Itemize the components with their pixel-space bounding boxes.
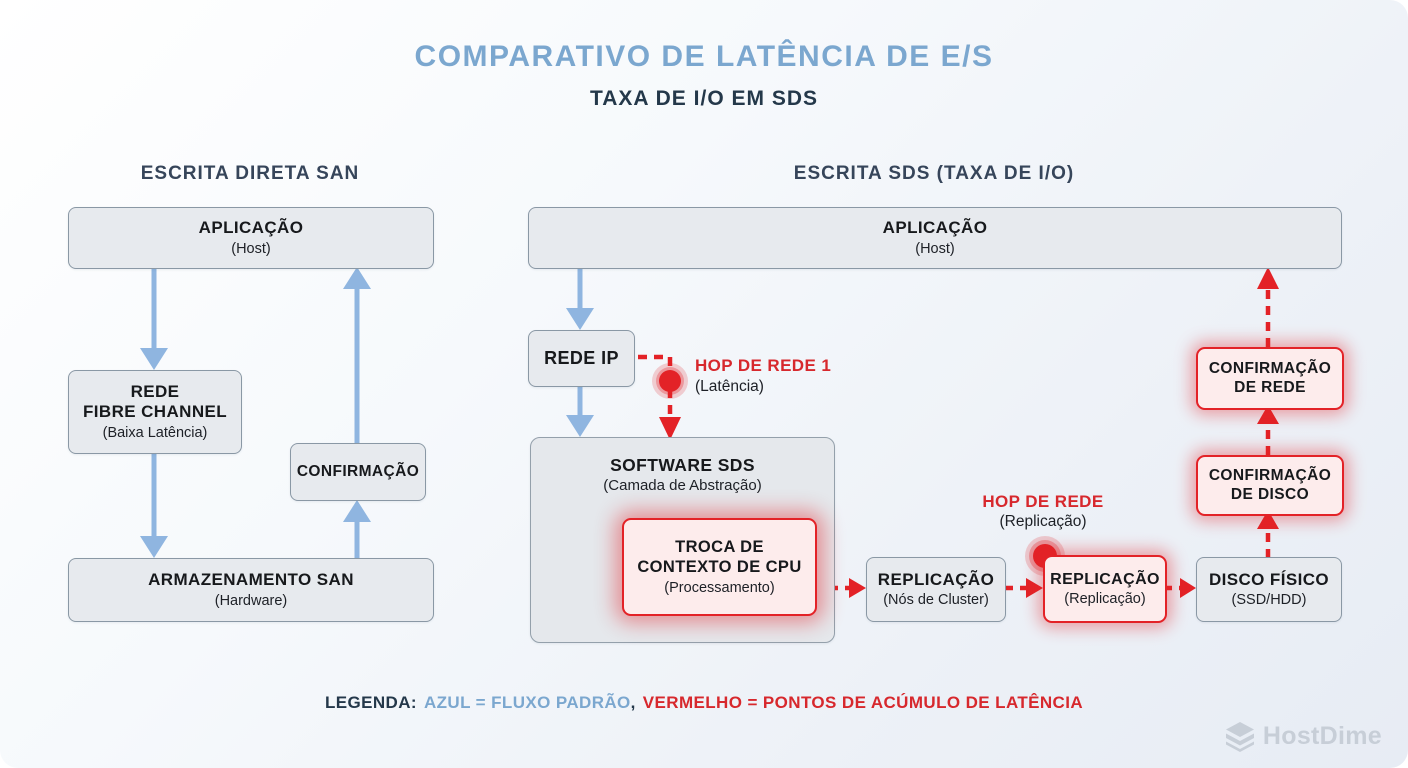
layers-stack-icon [1225,722,1254,752]
san-arrowhead-conf-to-app [343,267,371,289]
legend-separator: , [630,693,636,712]
sds-application-label: APLICAÇÃO [882,218,988,238]
sds-heading: ESCRITA SDS (TAXA DE I/O) [793,163,1075,184]
red-arrowhead-into-app [1257,267,1279,289]
san-storage-label: ARMAZENAMENTO SAN [148,570,354,590]
sds-context-switch-line1: TROCA DE [675,538,764,557]
sds-context-switch-sub: (Processamento) [664,579,775,596]
san-arrowhead-fc-to-storage [140,536,168,558]
page-subtitle: TAXA DE I/O EM SDS [589,87,819,110]
red-arrowhead-into-netack [1257,405,1279,424]
san-confirmation-box: CONFIRMAÇÃO [290,443,426,501]
san-fibre-channel-line1: REDE [130,381,180,401]
hop1-label: HOP DE REDE 1 [695,356,832,375]
sds-replication-nodes-sub: (Nós de Cluster) [883,592,989,609]
hop2-sub: (Replicação) [999,513,1087,530]
hop1-sub: (Latência) [695,378,764,395]
sds-arrowhead-ip-to-software [566,415,594,437]
sds-software-label: SOFTWARE SDS [610,455,755,475]
red-arrowhead-into-repl [1026,578,1043,598]
hop2-label: HOP DE REDE [982,492,1104,511]
san-application-sub: (Host) [231,240,271,257]
sds-network-ack-line2: DE REDE [1234,378,1306,396]
san-storage-box: ARMAZENAMENTO SAN (Hardware) [68,558,434,622]
legend-prefix: LEGENDA: [324,693,417,712]
sds-replication-label: REPLICAÇÃO [1050,570,1160,588]
sds-disk-box: DISCO FÍSICO (SSD/HDD) [1196,557,1342,622]
page-title: COMPARATIVO DE LATÊNCIA DE E/S [414,40,994,73]
hostdime-logo: HostDime [1224,720,1382,752]
san-heading: ESCRITA DIRETA SAN [140,163,360,184]
sds-disk-ack-line2: DE DISCO [1230,485,1310,503]
red-arrowhead-into-software [659,417,681,440]
red-arrowhead-into-replnodes [849,578,866,598]
sds-software-sub: (Camada de Abstração) [603,477,762,495]
legend: LEGENDA: AZUL = FLUXO PADRÃO, VERMELHO = P… [0,693,1408,713]
sds-network-ack-box: CONFIRMAÇÃO DE REDE [1196,347,1344,410]
red-path-ip-to-hop1 [638,354,673,417]
san-application-label: APLICAÇÃO [198,218,304,238]
sds-network-ack-line1: CONFIRMAÇÃO [1208,359,1332,377]
sds-disk-sub: (SSD/HDD) [1231,592,1307,609]
san-fibre-channel-line2: FIBRE CHANNEL [82,402,228,422]
san-arrowhead-storage-to-conf [343,500,371,522]
sds-replication-nodes-label: REPLICAÇÃO [877,569,995,589]
sds-arrowhead-app-to-ip [566,308,594,330]
legend-blue-text: AZUL = FLUXO PADRÃO [423,693,631,712]
sds-context-switch-line2: CONTEXTO DE CPU [637,558,802,577]
sds-replication-nodes-box: REPLICAÇÃO (Nós de Cluster) [866,557,1006,622]
sds-application-box: APLICAÇÃO (Host) [528,207,1342,269]
red-arrowhead-into-diskack [1257,510,1279,529]
san-fibre-channel-sub: (Baixa Latência) [102,425,208,442]
sds-ip-network-label: REDE IP [544,347,619,368]
sds-disk-ack-box: CONFIRMAÇÃO DE DISCO [1196,455,1344,516]
sds-application-sub: (Host) [915,240,955,257]
sds-replication-sub: (Replicação) [1064,591,1146,608]
red-arrowhead-into-disk [1180,578,1196,598]
legend-red-text: VERMELHO = PONTOS DE ACÚMULO DE LATÊNCIA [642,693,1084,712]
sds-ip-network-box: REDE IP [528,330,635,387]
san-storage-sub: (Hardware) [214,592,288,609]
sds-context-switch-box: TROCA DE CONTEXTO DE CPU (Processamento) [622,518,817,616]
latency-hop-dot-1 [652,363,688,399]
san-fibre-channel-box: REDE FIBRE CHANNEL (Baixa Latência) [68,370,242,454]
san-application-box: APLICAÇÃO (Host) [68,207,434,269]
san-confirmation-label: CONFIRMAÇÃO [296,462,420,480]
sds-disk-ack-line1: CONFIRMAÇÃO [1208,466,1332,484]
san-arrowhead-app-to-fc [140,348,168,370]
hostdime-logo-text: HostDime [1262,721,1382,750]
sds-disk-label: DISCO FÍSICO [1208,569,1330,589]
sds-replication-box: REPLICAÇÃO (Replicação) [1043,555,1167,623]
